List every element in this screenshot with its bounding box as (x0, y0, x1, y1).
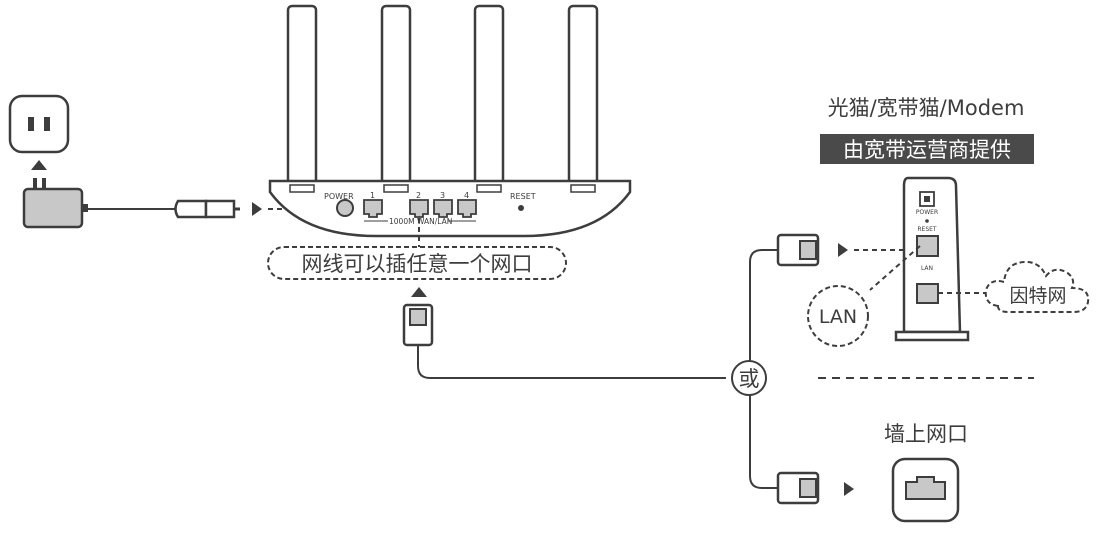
ethernet-plug-icon (776, 233, 820, 267)
router-ethernet-port-4 (457, 199, 477, 218)
any-port-callout-box (267, 246, 567, 280)
wall-title: 墙上网口 (884, 422, 968, 446)
router-port-number-2: 2 (416, 191, 421, 200)
wall-socket-icon (891, 457, 960, 523)
ethernet-plug-icon (776, 471, 820, 505)
modem-lan-small-label: LAN (921, 265, 933, 272)
router-to-junction-cable (417, 345, 726, 379)
router-port-number-1: 1 (370, 191, 375, 200)
router-ethernet-port-3 (433, 199, 453, 218)
router-ethernet-port-2 (409, 199, 429, 218)
antenna-4 (567, 4, 599, 194)
modem-icon: POWER RESET LAN (894, 176, 970, 342)
up-arrow-icon (31, 160, 47, 170)
up-arrow-icon (411, 287, 427, 297)
modem-subtitle-banner (820, 134, 1034, 164)
right-arrow-icon (844, 482, 854, 496)
right-arrow-icon (252, 202, 262, 216)
internet-bubble-text: 因特网 (1009, 285, 1066, 307)
router-reset-hole (518, 205, 524, 211)
router-port-number-4: 4 (464, 191, 469, 200)
or-label: 或 (739, 367, 760, 391)
antenna-3 (473, 4, 505, 194)
junction-to-modem-cable (749, 249, 778, 363)
cloud-icon (984, 260, 1090, 313)
dc-plug-icon (174, 199, 240, 219)
router-ethernet-port-1 (363, 199, 383, 218)
ethernet-plug-icon (402, 303, 434, 347)
modem-reset-label: RESET (917, 226, 937, 233)
modem-lan-port (916, 235, 939, 257)
router-power-jack (336, 199, 354, 217)
antenna-1 (286, 4, 318, 194)
modem-power-label: POWER (916, 209, 938, 216)
lan-bubble (807, 285, 869, 347)
modem-title: 光猫/宽带猫/Modem (828, 96, 1025, 120)
lan-bubble-pointer (869, 245, 921, 291)
or-junction (731, 360, 767, 396)
router-icon: POWER 1 2 3 4 RESET 1000M WAN/LAN (268, 4, 632, 238)
right-arrow-icon (838, 243, 848, 257)
router-port-group-label: 1000M WAN/LAN (389, 217, 452, 226)
lan-bubble-text: LAN (819, 306, 857, 328)
any-port-callout-text: 网线可以插任意一个网口 (302, 252, 533, 276)
router-port-number-3: 3 (440, 191, 445, 200)
power-outlet-icon (8, 94, 70, 154)
antenna-2 (380, 4, 412, 194)
router-reset-label: RESET (510, 192, 536, 201)
modem-subtitle: 由宽带运营商提供 (843, 138, 1011, 162)
modem-wan-port (916, 283, 939, 304)
router-power-label: POWER (324, 192, 354, 201)
power-adapter-icon (22, 178, 88, 229)
junction-to-wall-cable (749, 393, 778, 489)
